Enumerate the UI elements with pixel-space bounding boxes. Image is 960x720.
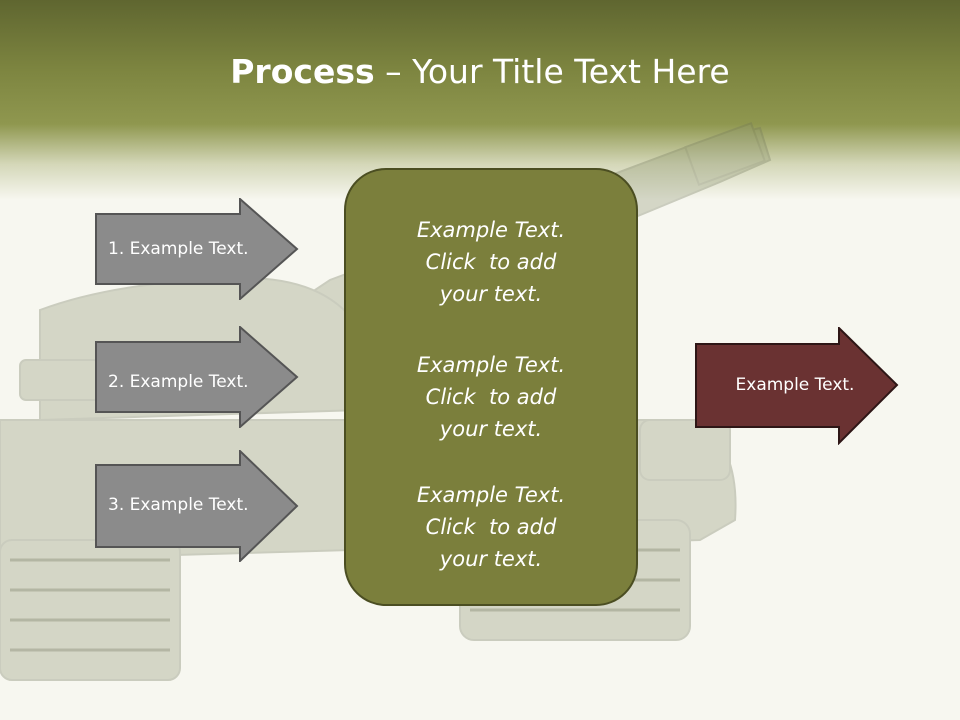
step-arrow-2[interactable]: 2. Example Text. [95,326,300,428]
text-line: your text. [439,547,543,571]
step-arrow-label: 1. Example Text. [108,239,249,259]
text-line: Example Text. [416,218,566,242]
text-line: Click to add [425,515,557,539]
title-banner: Process – Your Title Text Here [0,0,960,200]
result-arrow[interactable]: Example Text. [695,327,900,445]
text-line: Click to add [425,385,557,409]
step-arrow-label: 2. Example Text. [108,372,249,392]
text-block-2[interactable]: Example Text. Click to add your text. [346,349,636,445]
text-line: your text. [439,417,543,441]
text-block-1[interactable]: Example Text. Click to add your text. [346,214,636,310]
text-line: Click to add [425,250,557,274]
title-bold: Process [230,52,375,91]
arrow-shape-icon [95,198,299,300]
slide-title[interactable]: Process – Your Title Text Here [0,52,960,91]
text-line: Example Text. [416,353,566,377]
step-arrow-label: 3. Example Text. [108,495,249,515]
title-rest: – Your Title Text Here [374,52,730,91]
arrow-shape-icon [95,450,299,562]
text-block-3[interactable]: Example Text. Click to add your text. [346,479,636,575]
text-line: Example Text. [416,483,566,507]
result-arrow-label: Example Text. [735,375,855,395]
step-arrow-3[interactable]: 3. Example Text. [95,450,300,562]
center-content-box[interactable]: Example Text. Click to add your text. Ex… [344,168,638,606]
arrow-shape-icon [95,326,299,428]
arrow-shape-icon [695,327,899,445]
step-arrow-1[interactable]: 1. Example Text. [95,198,300,300]
text-line: your text. [439,282,543,306]
